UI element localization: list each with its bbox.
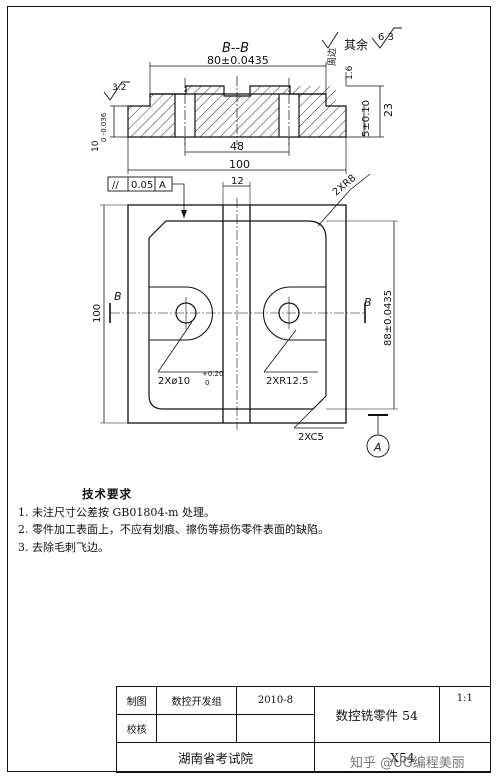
- svg-text:88±0.0435: 88±0.0435: [383, 290, 394, 346]
- tb-institute: 湖南省考试院: [116, 742, 315, 773]
- dim-48: 48: [230, 140, 244, 153]
- svg-text:A: A: [159, 180, 166, 191]
- notes-title: 技术要求: [82, 487, 132, 501]
- watermark: 知乎 @UG编程美丽: [350, 756, 465, 771]
- note-item: 1. 未注尺寸公差按 GB01804-m 处理。: [18, 505, 215, 519]
- title-block: 制图 数控开发组 2010-8 数控铣零件 54 1:1 校核 湖南省考试院 X…: [115, 686, 492, 773]
- tb-label-check: 校核: [115, 714, 158, 743]
- dim-5: 5±0.10: [361, 100, 372, 137]
- rough-rest-label: 其余: [344, 37, 368, 52]
- dim-10: 10: [91, 140, 101, 152]
- svg-text:B: B: [114, 290, 122, 303]
- note-item: 3. 去除毛刺飞边。: [18, 540, 109, 554]
- svg-text:2XR12.5: 2XR12.5: [266, 376, 308, 387]
- technical-notes: 技术要求 1. 未注尺寸公差按 GB01804-m 处理。 2. 零件加工表面上…: [18, 486, 329, 556]
- svg-text:+0.20: +0.20: [202, 370, 223, 378]
- svg-text:A: A: [373, 441, 382, 454]
- note-item: 2. 零件加工表面上，不应有划痕、擦伤等损伤零件表面的缺陷。: [18, 523, 329, 536]
- svg-text:0: 0: [205, 379, 209, 387]
- roughness-3-2: 3.2: [112, 83, 126, 93]
- tb-part-name: 数控铣零件 54: [313, 686, 440, 743]
- dim-10-tol: 0 -0.036: [100, 112, 108, 142]
- tb-label-drawn: 制图: [115, 686, 158, 715]
- svg-text://: //: [112, 180, 119, 191]
- roughness-6-3: 6.3: [378, 32, 394, 43]
- tb-scale: 1:1: [438, 686, 492, 743]
- svg-text:0.05: 0.05: [131, 180, 153, 191]
- section-view: B--B 80±0.0435 48 100: [91, 27, 402, 174]
- tb-group: 数控开发组: [156, 686, 237, 715]
- tb-date: 2010-8: [235, 686, 315, 715]
- side-label: 周边: [327, 48, 338, 66]
- tb-code: X54: [313, 742, 492, 773]
- dim-23: 23: [382, 103, 395, 117]
- svg-text:12: 12: [231, 176, 244, 187]
- svg-text:2XC5: 2XC5: [298, 432, 324, 443]
- plan-view: // 0.05 A 12 2XR8 100: [92, 173, 398, 458]
- svg-text:100: 100: [92, 304, 103, 323]
- svg-text:2XR8: 2XR8: [331, 173, 358, 198]
- dim-80: 80±0.0435: [207, 54, 269, 67]
- svg-text:B: B: [364, 296, 372, 309]
- svg-text:2Xø10: 2Xø10: [158, 376, 190, 387]
- section-title: B--B: [222, 41, 249, 56]
- dim-1-6: 1.6: [345, 65, 355, 80]
- dim-100: 100: [229, 158, 250, 171]
